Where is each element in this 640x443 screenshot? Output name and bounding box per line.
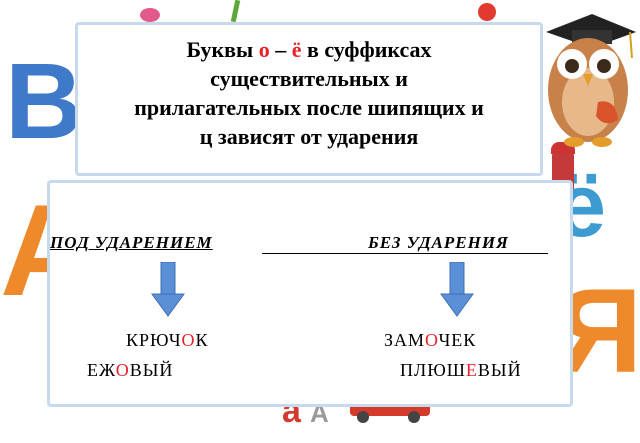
title-line-3: прилагательных после шипящих и: [134, 95, 484, 120]
example-stressed-1: КРЮЧОК: [126, 330, 209, 351]
title-dash: –: [269, 37, 292, 62]
flower-icon: [140, 8, 160, 22]
red-ball-icon: [478, 3, 496, 21]
word-vowel: О: [115, 360, 130, 380]
example-unstressed-1: ЗАМОЧЕК: [384, 330, 476, 351]
title-part-1: Буквы: [186, 37, 259, 62]
unstressed-heading: БЕЗ УДАРЕНИЯ: [368, 233, 509, 252]
stressed-heading: ПОД УДАРЕНИЕМ: [50, 233, 213, 252]
page-title: Буквы о – ё в суффиксах существительных …: [78, 35, 540, 151]
word-vowel: О: [181, 330, 196, 350]
word-ending: К: [195, 330, 209, 350]
title-line-1: Буквы о – ё в суффиксах: [78, 35, 540, 64]
title-line-2: существительных и: [210, 66, 408, 91]
bg-letter-v: В: [5, 40, 83, 161]
word-ending: ВЫЙ: [477, 360, 522, 380]
word-stem: ЕЖ: [87, 360, 116, 380]
title-letter-o: о: [258, 37, 270, 62]
word-vowel: Е: [465, 360, 478, 380]
heading-underline: [262, 253, 548, 254]
arrow-down-icon: [440, 262, 474, 317]
word-stem: ЗАМ: [384, 330, 426, 350]
owl-icon: [546, 14, 636, 147]
green-stick-icon: [230, 0, 241, 23]
word-ending: ЧЕК: [438, 330, 477, 350]
title-line-4: ц зависят от ударения: [199, 124, 419, 149]
word-ending: ВЫЙ: [129, 360, 174, 380]
word-vowel: О: [425, 330, 439, 350]
example-unstressed-2: ПЛЮШЕВЫЙ: [400, 360, 522, 381]
arrow-down-icon: [151, 262, 185, 317]
word-stem: ПЛЮШ: [400, 360, 466, 380]
title-part-2: в суффиксах: [301, 37, 432, 62]
example-stressed-2: ЕЖОВЫЙ: [87, 360, 173, 381]
wheel-icon: [408, 411, 420, 423]
title-panel: Буквы о – ё в суффиксах существительных …: [75, 22, 543, 176]
word-stem: КРЮЧ: [126, 330, 182, 350]
title-letter-yo: ё: [291, 37, 302, 62]
wheel-icon: [357, 411, 369, 423]
rule-panel: [47, 180, 573, 407]
